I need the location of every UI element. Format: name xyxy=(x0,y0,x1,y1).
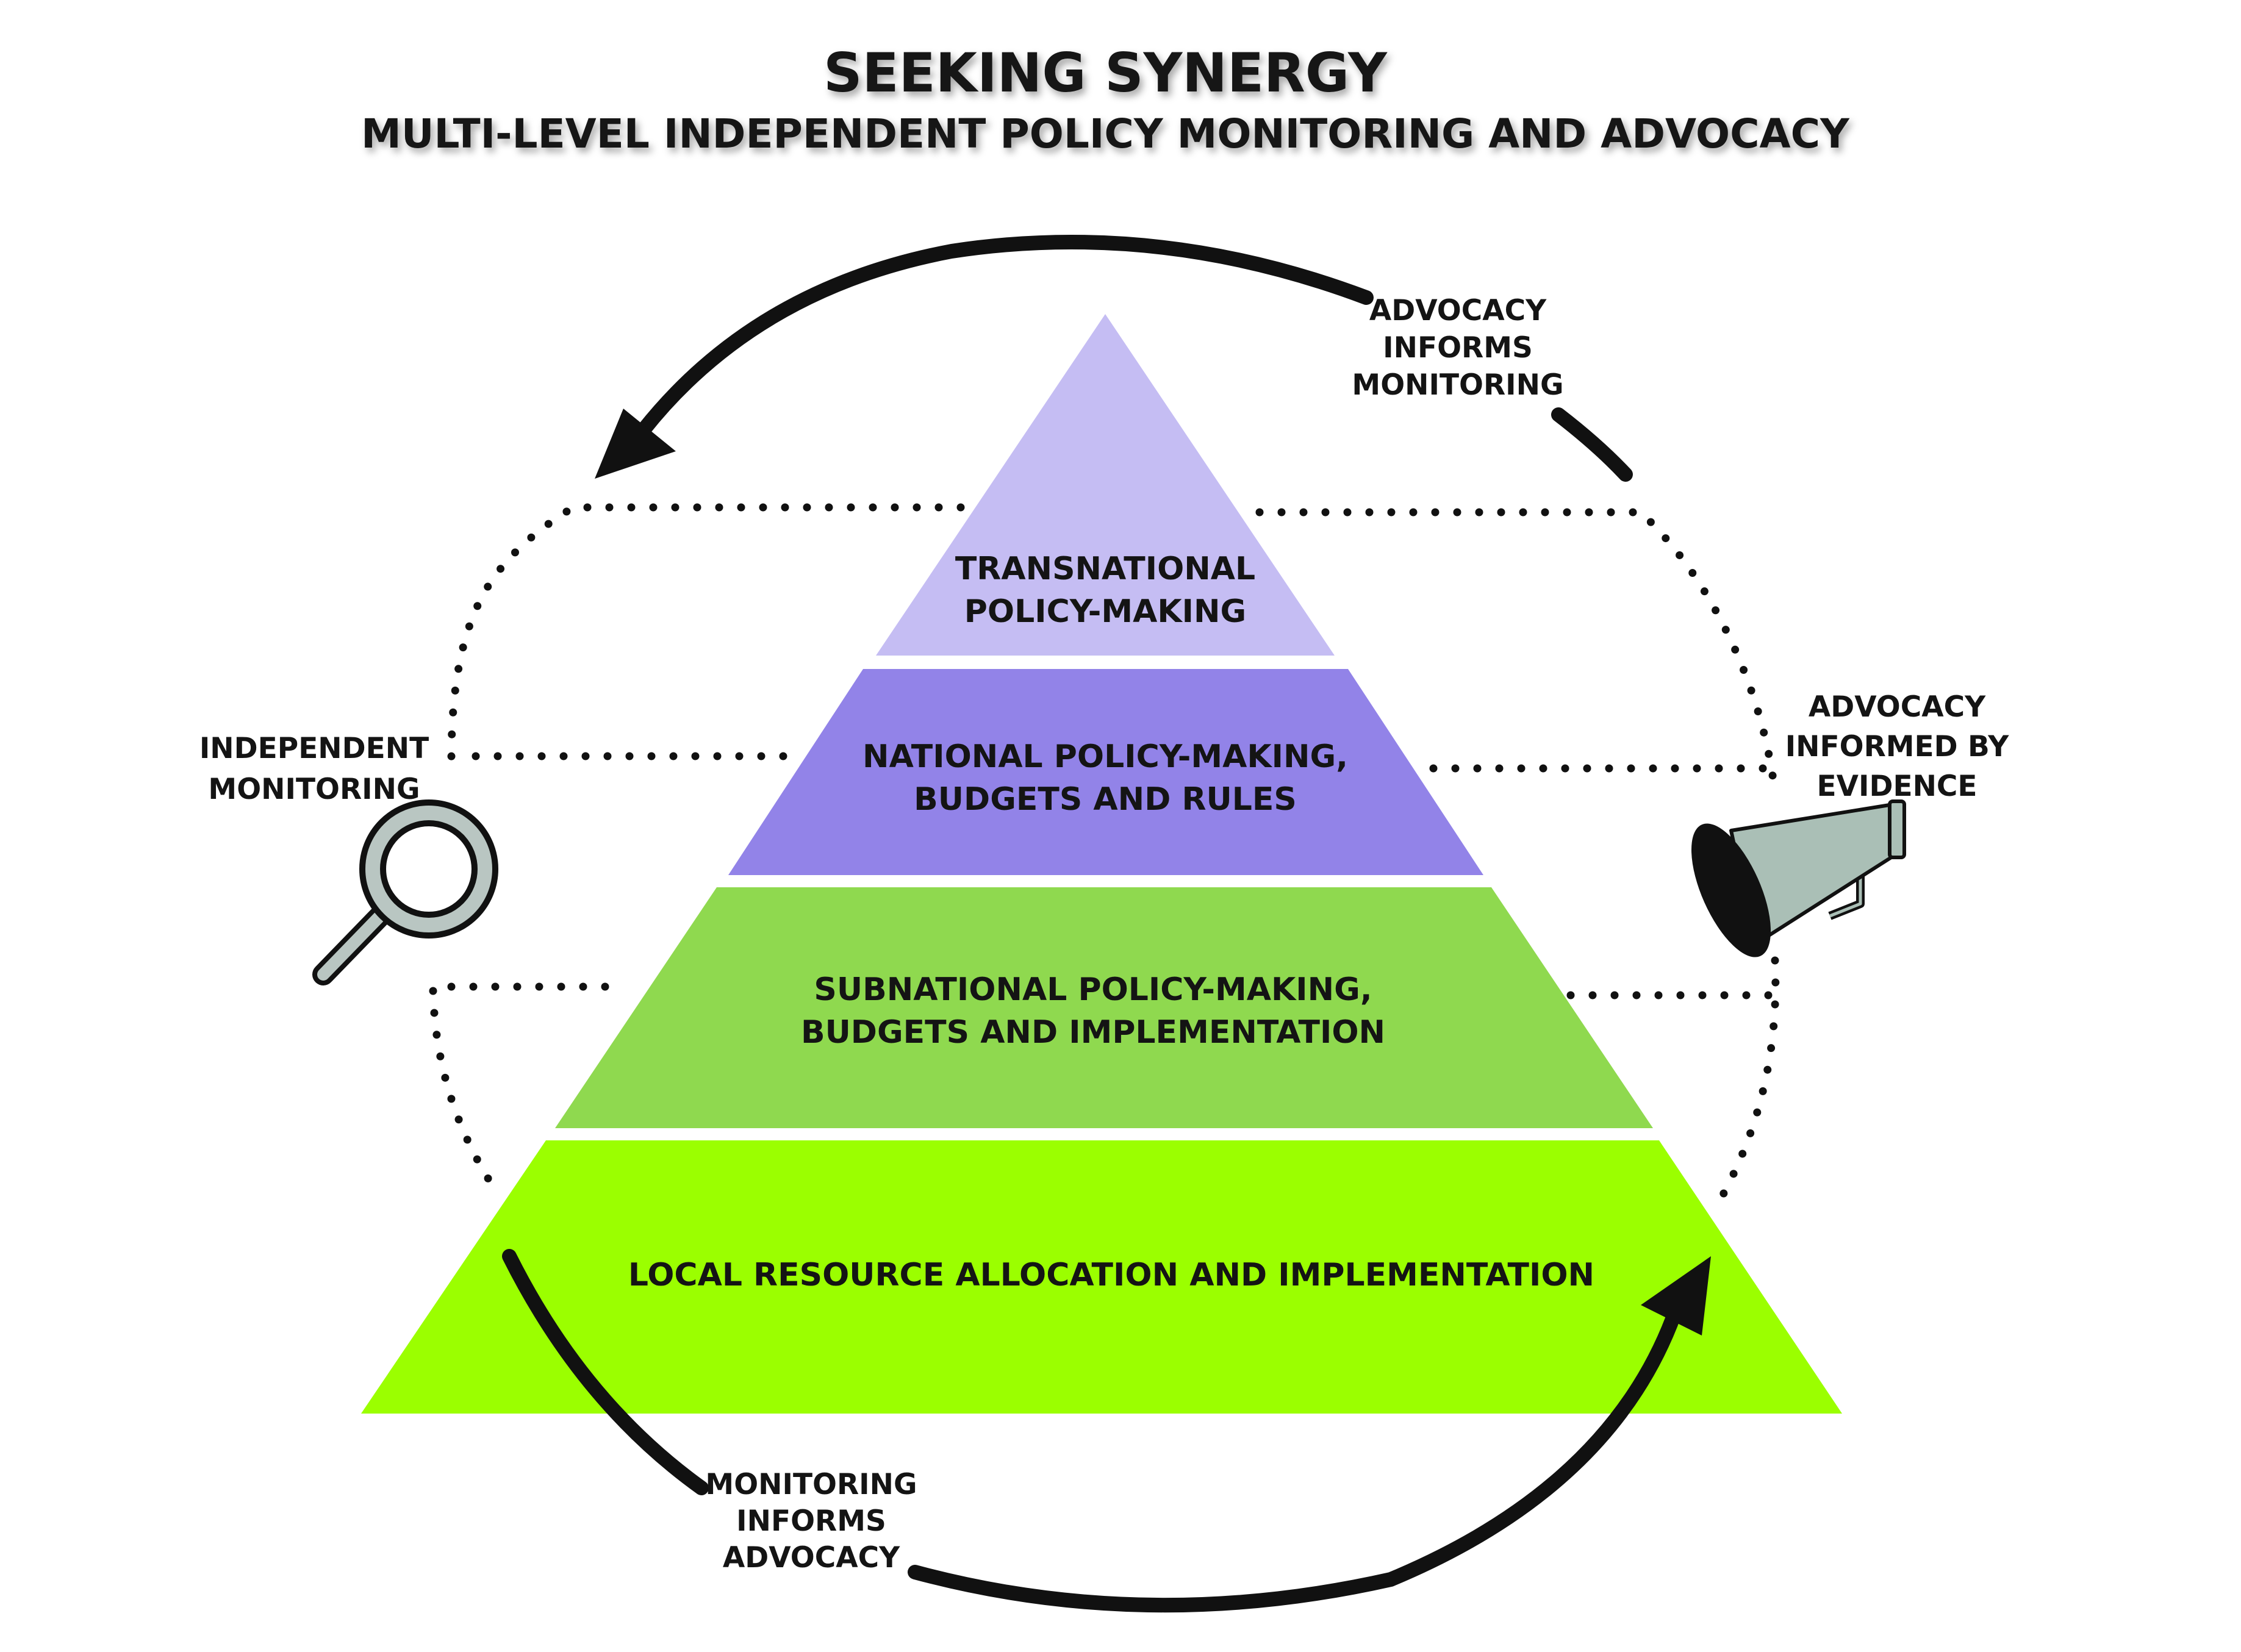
tier-labels: TRANSNATIONAL POLICY-MAKING NATIONAL POL… xyxy=(628,551,1594,1293)
bottom-left-arc-segment xyxy=(502,1249,709,1495)
tier-national xyxy=(728,669,1483,875)
label-independent-monitoring: INDEPENDENT MONITORING xyxy=(199,732,429,806)
advocacy-informs-monitoring-arrow xyxy=(595,234,1633,482)
label-monitoring-informs-advocacy-line2: INFORMS xyxy=(736,1504,886,1538)
label-monitoring-informs-advocacy-line3: ADVOCACY xyxy=(723,1541,900,1575)
label-advocacy-informs-monitoring-line3: MONITORING xyxy=(1352,368,1563,402)
page-title: SEEKING SYNERGY xyxy=(823,41,1388,104)
megaphone-icon xyxy=(1691,799,1906,957)
tier-national-label-line2: BUDGETS AND RULES xyxy=(914,781,1297,818)
dotted-right-lower-outline xyxy=(1710,956,1780,1215)
label-monitoring-informs-advocacy: MONITORING INFORMS ADVOCACY xyxy=(705,1468,917,1575)
label-advocacy-informed-by-evidence-line1: ADVOCACY xyxy=(1809,690,1986,724)
tier-subnational-label-line2: BUDGETS AND IMPLEMENTATION xyxy=(801,1014,1385,1051)
label-advocacy-informed-by-evidence: ADVOCACY INFORMED BY EVIDENCE xyxy=(1785,690,2010,803)
monitoring-informs-advocacy-arrow xyxy=(502,1249,1711,1613)
bottom-arc xyxy=(908,1307,1682,1613)
label-advocacy-informs-monitoring-line2: INFORMS xyxy=(1383,331,1533,365)
label-independent-monitoring-line2: MONITORING xyxy=(208,773,420,806)
label-advocacy-informed-by-evidence-line3: EVIDENCE xyxy=(1816,770,1977,803)
tier-subnational xyxy=(555,887,1653,1128)
dotted-connectors xyxy=(429,503,1780,1215)
tier-subnational-label-line1: SUBNATIONAL POLICY-MAKING, xyxy=(814,971,1372,1008)
dotted-left-lower-outline xyxy=(429,987,497,1190)
label-advocacy-informs-monitoring-line1: ADVOCACY xyxy=(1369,294,1547,327)
label-independent-monitoring-line1: INDEPENDENT xyxy=(199,732,429,765)
tier-transnational-label-line1: TRANSNATIONAL xyxy=(955,551,1255,587)
tier-local-label: LOCAL RESOURCE ALLOCATION AND IMPLEMENTA… xyxy=(628,1257,1594,1293)
magnifying-glass-icon xyxy=(312,799,498,985)
tier-transnational xyxy=(876,314,1335,656)
tier-national-label-line1: NATIONAL POLICY-MAKING, xyxy=(862,738,1348,775)
label-advocacy-informed-by-evidence-line2: INFORMED BY xyxy=(1785,730,2010,763)
bottom-arrowhead xyxy=(1641,1256,1711,1336)
top-arrowhead xyxy=(595,409,676,479)
pyramid xyxy=(361,314,1842,1414)
top-arc xyxy=(636,234,1374,437)
label-advocacy-informs-monitoring: ADVOCACY INFORMS MONITORING xyxy=(1352,294,1563,402)
top-right-arc-segment xyxy=(1551,407,1633,482)
label-monitoring-informs-advocacy-line1: MONITORING xyxy=(705,1468,917,1501)
page-subtitle: MULTI-LEVEL INDEPENDENT POLICY MONITORIN… xyxy=(361,110,1850,157)
tier-local xyxy=(361,1140,1842,1414)
tier-transnational-label-line2: POLICY-MAKING xyxy=(964,593,1246,630)
